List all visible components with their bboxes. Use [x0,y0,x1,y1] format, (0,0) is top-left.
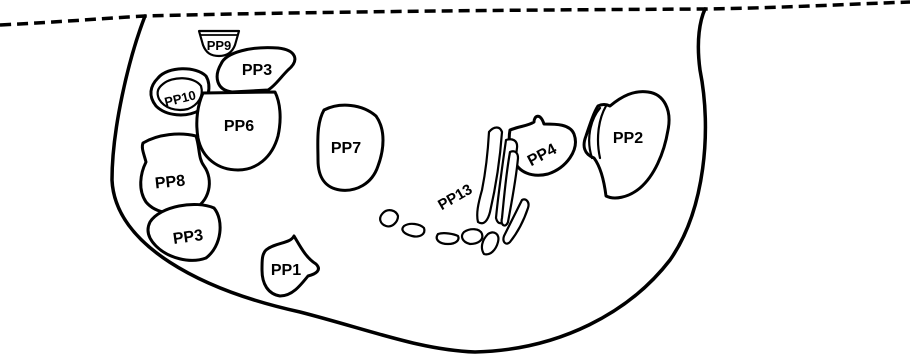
label-pp3-lower: PP3 [172,227,204,248]
vessel-pp6: PP6 [195,90,282,172]
vessel-pp2: PP2 [582,90,671,200]
bone-fragment-5 [480,231,500,256]
label-pp2: PP2 [613,130,643,147]
vessel-pp10: PP10 [149,67,211,117]
label-pp10: PP10 [163,87,197,109]
label-pp1: PP1 [271,262,301,279]
label-pp6: PP6 [224,118,254,135]
bone-long-1 [476,126,504,225]
vessel-pp3-upper: PP3 [215,46,297,94]
label-pp3-upper: PP3 [242,62,272,79]
vessel-pp8: PP8 [139,132,211,215]
vessel-pp7: PP7 [316,103,385,192]
ground-surface-line [0,0,910,27]
label-pp13: PP13 [435,181,475,214]
bone-fragment-2 [401,222,426,238]
bone-fragment-1 [379,209,400,228]
label-pp7: PP7 [331,140,361,157]
vessel-pp1: PP1 [260,234,320,298]
vessel-pp4: PP4 [507,114,577,177]
label-pp8: PP8 [154,172,186,192]
bone-fragment-3 [435,232,460,246]
bone-long-4 [502,198,530,245]
vessel-pp9: PP9 [197,29,241,58]
bone-fragments-pp13: PP13 [379,126,530,256]
bone-fragment-4 [460,228,484,246]
vessel-pp3-lower: PP3 [146,203,222,262]
pit-outline [110,7,708,354]
bone-long-3 [500,150,520,227]
label-pp9: PP9 [207,38,232,53]
